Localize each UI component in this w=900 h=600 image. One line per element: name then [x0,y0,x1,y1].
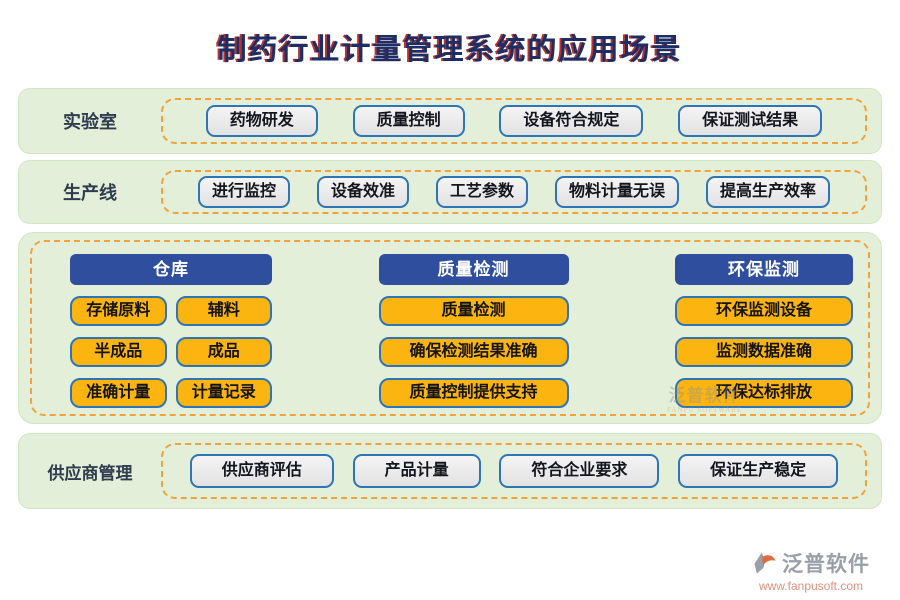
laboratory-node: 质量控制 [352,105,465,137]
band-production-line: 生产线 进行监控设备效准工艺参数物料计量无误提高生产效率 [18,160,882,224]
band-laboratory: 实验室 药物研发 质量控制 设备符合规定 保证测试结果 [18,88,882,154]
column-quality-inspection: 质量检测 质量检测确保检测结果准确质量控制提供支持 [378,254,569,408]
environment-node: 环保达标排放 [675,378,853,408]
quality-node: 质量检测 [378,296,569,326]
environment-node: 环保监测设备 [675,296,853,326]
page-title: 制药行业计量管理系统的应用场景 [217,34,683,66]
middle-dashed-border: 仓库 存储原料辅料半成品成品准确计量计量记录 质量检测 质量检测确保检测结果准确… [30,240,870,416]
environment-buttons-stack: 环保监测设备监测数据准确环保达标排放 [675,296,853,408]
environment-header: 环保监测 [675,254,853,285]
production-buttons-group: 进行监控设备效准工艺参数物料计量无误提高生产效率 [161,170,867,214]
warehouse-buttons-grid: 存储原料辅料半成品成品准确计量计量记录 [70,296,272,408]
band-label-production-line: 生产线 [63,183,117,203]
middle-section: 仓库 存储原料辅料半成品成品准确计量计量记录 质量检测 质量检测确保检测结果准确… [18,232,882,424]
supplier-node: 供应商评估 [189,454,334,488]
supplier-buttons-group: 供应商评估产品计量符合企业要求保证生产稳定 [161,443,867,499]
logo-website-link[interactable]: www.fanpusoft.com [758,579,864,593]
laboratory-node: 药物研发 [205,105,318,137]
column-environment-monitoring: 环保监测 环保监测设备监测数据准确环保达标排放 [675,254,853,408]
warehouse-node: 半成品 [70,337,167,367]
quality-node: 质量控制提供支持 [378,378,569,408]
quality-node: 确保检测结果准确 [378,337,569,367]
warehouse-node: 准确计量 [70,378,167,408]
warehouse-node: 辅料 [175,296,272,326]
supplier-node: 产品计量 [352,454,481,488]
column-warehouse: 仓库 存储原料辅料半成品成品准确计量计量记录 [70,254,272,408]
laboratory-node: 设备符合规定 [499,105,644,137]
warehouse-node: 计量记录 [175,378,272,408]
production-node: 物料计量无误 [554,176,679,208]
supplier-node: 符合企业要求 [499,454,660,488]
band-label-laboratory: 实验室 [63,112,117,132]
fanpu-logo-icon [752,550,778,576]
supplier-node: 保证生产稳定 [678,454,839,488]
quality-buttons-stack: 质量检测确保检测结果准确质量控制提供支持 [378,296,569,408]
band-supplier-management: 供应商管理 供应商评估产品计量符合企业要求保证生产稳定 [18,433,882,509]
production-node: 工艺参数 [435,176,528,208]
band-label-supplier: 供应商管理 [47,463,133,483]
production-node: 提高生产效率 [705,176,830,208]
warehouse-node: 存储原料 [70,296,167,326]
production-node: 进行监控 [197,176,290,208]
logo-company-name: 泛普软件 [782,552,870,576]
environment-node: 监测数据准确 [675,337,853,367]
warehouse-node: 成品 [175,337,272,367]
warehouse-header: 仓库 [70,254,272,285]
production-node: 设备效准 [316,176,409,208]
laboratory-buttons-group: 药物研发 质量控制 设备符合规定 保证测试结果 [161,98,867,144]
quality-header: 质量检测 [378,254,569,285]
laboratory-node: 保证测试结果 [678,105,823,137]
fanpu-logo: 泛普软件 www.fanpusoft.com [736,548,886,593]
